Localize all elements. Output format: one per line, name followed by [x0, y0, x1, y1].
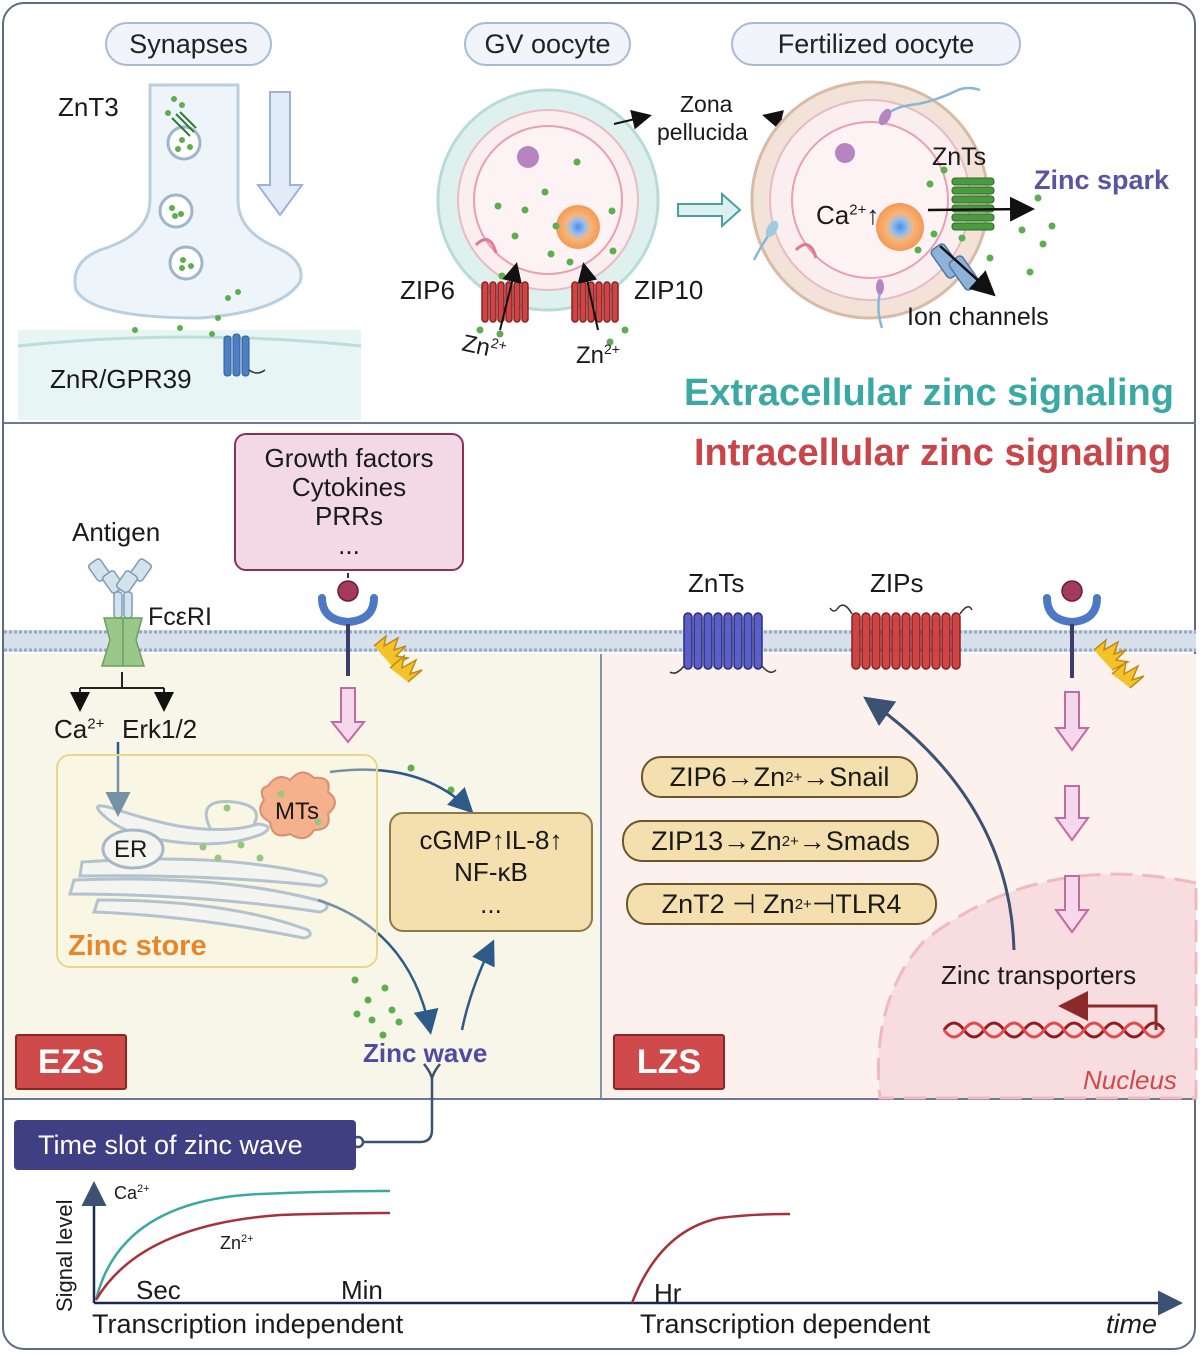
- time-slot-box: [14, 1120, 356, 1170]
- zinc-dots-ezs: [199, 764, 465, 1039]
- stimulus-growth-factors: Growth factors: [264, 443, 434, 473]
- lzs-badge: LZS: [613, 1034, 725, 1090]
- arrow-mts-to-targets: [329, 768, 474, 814]
- oocyte-transition-arrow: [677, 191, 742, 229]
- stimulus-prrs: PRRs: [315, 501, 383, 531]
- endoplasmic-reticulum: [68, 800, 329, 940]
- stimulus-receptor-ezs: [318, 573, 423, 744]
- ion-channels-label: Ion channels: [907, 303, 1049, 331]
- target-cgmp-il8: cGMP↑IL-8↑: [419, 825, 563, 855]
- mts-label: MTs: [275, 798, 319, 825]
- stimulus-receptor-lzs: [1043, 580, 1145, 934]
- hr-tick-label: Hr: [654, 1278, 682, 1308]
- time-slot-label: Time slot of zinc wave: [38, 1130, 303, 1160]
- znr-gpr39-label: ZnR/GPR39: [50, 364, 192, 394]
- zinc-wave-label: Zinc wave: [363, 1038, 488, 1068]
- zinc-spark-label: Zinc spark: [1034, 165, 1170, 195]
- zips-transporter: [829, 604, 973, 670]
- zips-label: ZIPs: [870, 568, 924, 598]
- stimulus-ellipsis: ...: [338, 530, 360, 560]
- arrow-wave-to-targets: [460, 939, 495, 1031]
- zn-curve-early: [94, 1211, 391, 1301]
- fceri-label: FcεRI: [148, 603, 212, 631]
- nucleus-shape: [876, 872, 1198, 1100]
- zinc-store-box: [56, 754, 378, 968]
- stimulus-cytokines: Cytokines: [291, 472, 407, 502]
- antigen-label: Antigen: [72, 517, 161, 547]
- zona-label-line2: pellucida: [657, 119, 748, 145]
- arrow-er-to-wave: [317, 898, 439, 1035]
- pill-gv-oocyte: GV oocyte: [464, 22, 631, 66]
- znts-label-top: ZnTs: [932, 143, 987, 171]
- zip6-label: ZIP6: [400, 275, 455, 305]
- ca-curve: [94, 1189, 391, 1301]
- fceri-receptor: [70, 558, 174, 712]
- timeline-chart: [81, 1181, 1183, 1316]
- time-slot-connector: [358, 1080, 434, 1144]
- time-axis-label: time: [1106, 1309, 1158, 1339]
- zona-label-line1: Zona: [680, 91, 733, 117]
- er-label: ER: [114, 836, 148, 863]
- zn-curve-label: Zn2+: [220, 1233, 254, 1253]
- ezs-badge: EZS: [15, 1034, 127, 1090]
- sec-tick-label: Sec: [136, 1275, 181, 1305]
- target-nfkb: NF-κB: [454, 857, 528, 887]
- transcription-dependent-label: Transcription dependent: [640, 1309, 931, 1339]
- fertilized-oocyte-illustration: [750, 80, 1056, 329]
- min-tick-label: Min: [341, 1275, 383, 1305]
- synapse-illustration: [17, 83, 362, 420]
- stimuli-box: Growth factors Cytokines PRRs ...: [234, 433, 464, 571]
- zn-curve-late: [630, 1212, 791, 1304]
- znt3-label: ZnT3: [58, 92, 119, 122]
- ca-curve-label: Ca2+: [114, 1183, 150, 1203]
- transcription-independent-label: Transcription independent: [92, 1309, 404, 1339]
- calcium-label-ezs: Ca2+: [54, 714, 105, 744]
- extracellular-title: Extracellular zinc signaling: [684, 372, 1174, 414]
- zinc-store-label: Zinc store: [68, 930, 207, 962]
- calcium-up-label: Ca2+↑: [816, 200, 880, 230]
- zinc-transporters-label: Zinc transporters: [941, 960, 1137, 990]
- znts-label-bottom: ZnTs: [688, 568, 745, 598]
- transcription-arrow: [1058, 991, 1158, 1030]
- target-ellipsis: ...: [480, 889, 502, 919]
- zn-ion-label-right: Zn2+: [576, 341, 620, 369]
- znts-transporter: [669, 612, 777, 674]
- erk-label: Erk1/2: [122, 714, 198, 744]
- downstream-targets-box: cGMP↑IL-8↑ NF-κB ...: [389, 812, 593, 932]
- signal-level-axis-label: Signal level: [52, 1199, 77, 1312]
- nucleus-label: Nucleus: [1083, 1065, 1177, 1095]
- dna-helix: [942, 1021, 1166, 1039]
- pill-synapses: Synapses: [105, 22, 272, 66]
- arrow-transcription-to-zips: [863, 696, 1016, 951]
- intracellular-title: Intracellular zinc signaling: [694, 432, 1172, 474]
- cell-membrane: [4, 630, 1196, 652]
- gv-oocyte-illustration: [436, 88, 660, 346]
- zip10-label: ZIP10: [634, 275, 704, 305]
- pill-fertilized-oocyte: Fertilized oocyte: [731, 22, 1021, 66]
